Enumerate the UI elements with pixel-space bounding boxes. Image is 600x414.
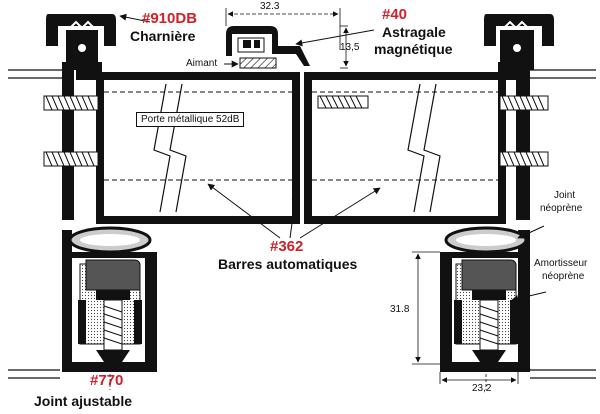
label-magnetique: magnétique — [374, 41, 453, 57]
label-joint: Joint — [554, 190, 576, 201]
left-adjustable-seal — [78, 259, 142, 362]
label-porte-metallique: Porte métallique 52dB — [136, 112, 245, 127]
label-joint-ajustable: Joint ajustable — [34, 393, 133, 409]
label-charniere: Charnière — [130, 28, 196, 44]
dimension-width-bottom: 23,2 — [472, 383, 492, 394]
magnetic-astragal — [226, 26, 310, 69]
dimension-lines — [109, 8, 519, 390]
part-number-362: #362 — [270, 238, 304, 255]
part-number-910db: #910DB — [142, 10, 198, 27]
left-hinge — [46, 14, 116, 70]
label-joint-neoprene: néoprène — [540, 203, 583, 214]
label-barres-automatiques: Barres automatiques — [218, 256, 358, 272]
part-number-40: #40 — [382, 6, 408, 23]
part-number-770: #770 — [90, 372, 124, 389]
dimension-height-astragal: 13,5 — [340, 42, 360, 53]
dimension-height-left: 31.8 — [390, 304, 410, 315]
left-door-panel — [43, 72, 300, 224]
label-amortisseur-neoprene: néoprène — [542, 271, 585, 282]
label-aimant: Aimant — [186, 58, 218, 69]
label-astragale: Astragale — [382, 24, 446, 40]
leader-arrows — [119, 13, 547, 302]
right-hinge — [484, 14, 554, 70]
label-amortisseur: Amortisseur — [534, 258, 588, 269]
gaskets — [68, 226, 528, 254]
right-door-panel — [304, 72, 549, 224]
wall-lines — [8, 69, 596, 379]
right-adjustable-seal — [454, 259, 518, 362]
dimension-width-top: 32.3 — [260, 1, 280, 12]
